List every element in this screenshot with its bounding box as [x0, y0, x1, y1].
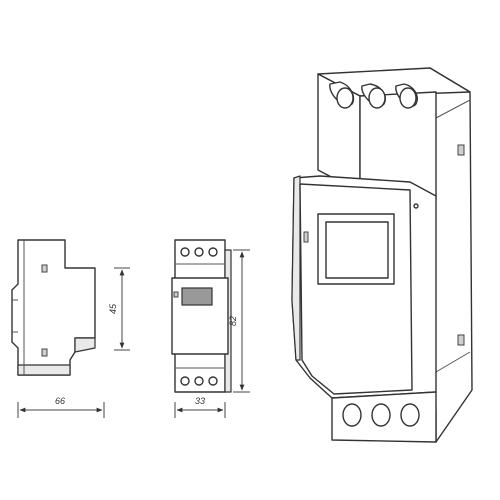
dimension-width-66: 66 — [17, 396, 105, 418]
bottom-terminal-screws — [342, 403, 420, 427]
width-side-label: 66 — [55, 396, 65, 406]
side-view — [11, 239, 96, 376]
dimension-width-33: 33 — [174, 396, 226, 418]
height-short-label: 45 — [108, 303, 118, 314]
dimension-height-82: 82 — [228, 249, 250, 393]
top-terminal-screws — [329, 81, 418, 109]
width-front-label: 33 — [195, 396, 205, 406]
dimension-height-45: 45 — [108, 267, 130, 351]
front-view — [171, 239, 232, 393]
lcd-display — [181, 287, 213, 306]
height-front-label: 82 — [228, 316, 238, 326]
isometric-view — [291, 67, 473, 443]
